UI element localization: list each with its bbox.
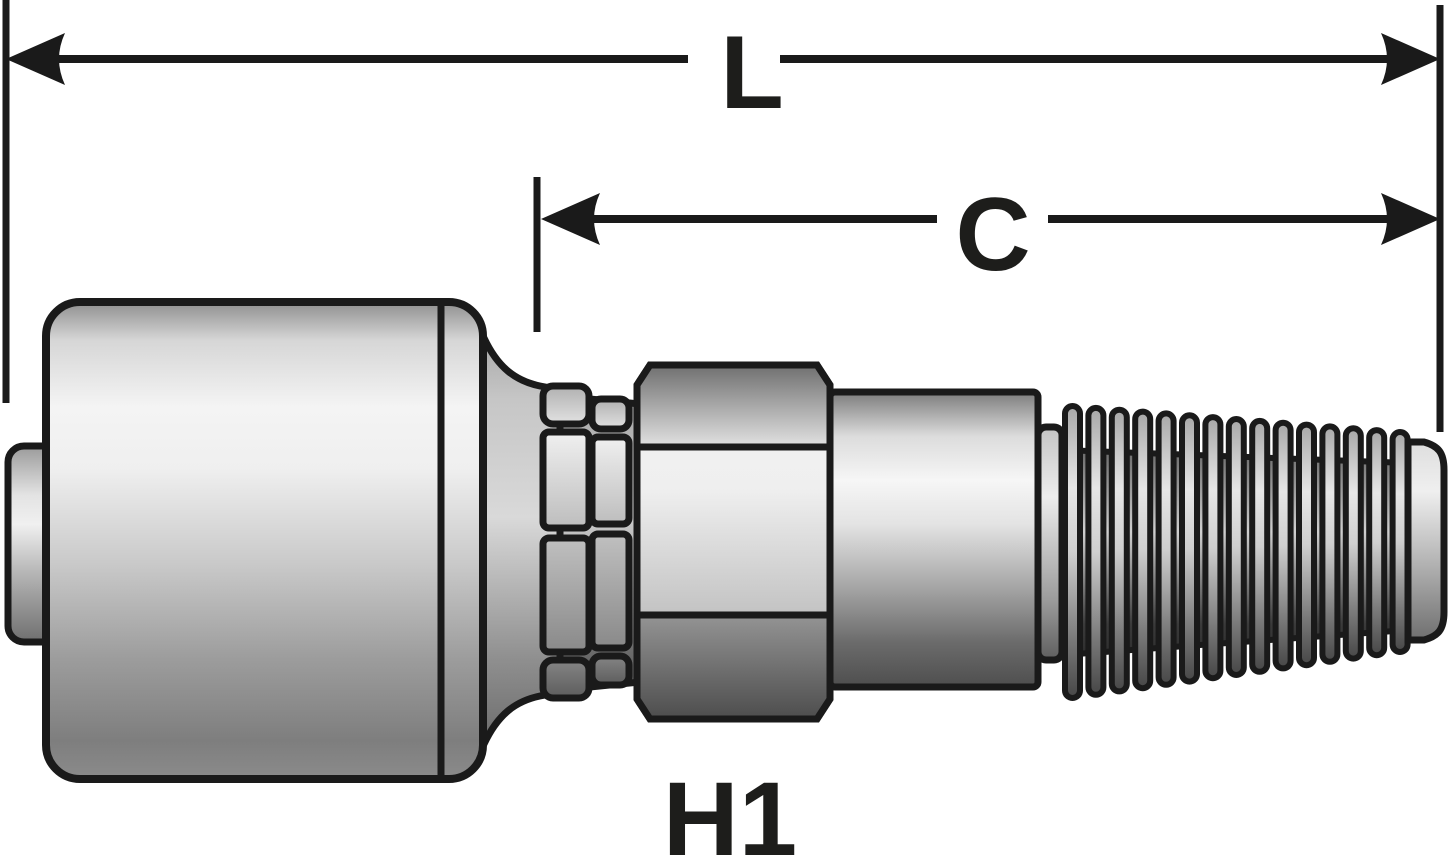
- hex-nut: [633, 361, 834, 723]
- thread-crest: [1179, 412, 1200, 685]
- crimp-collar-ring-front: [539, 382, 593, 702]
- thread-crest: [1225, 416, 1247, 678]
- hex-size-label: H1: [663, 761, 797, 858]
- thread-crest: [1249, 417, 1271, 675]
- collar-segment: [539, 382, 593, 428]
- thread-crest: [1272, 419, 1294, 672]
- dimension-C: C: [541, 177, 1440, 293]
- dimension-label-L: L: [720, 15, 784, 131]
- fitting-illustration: [4, 298, 1448, 783]
- arrowhead-left-icon: [541, 193, 600, 245]
- thread-crest: [1062, 403, 1083, 701]
- ferrule-body: [42, 298, 487, 783]
- collar-segment: [588, 530, 633, 652]
- collar-segment: [539, 428, 593, 532]
- thread-crest: [1108, 406, 1130, 695]
- thread-crest: [1296, 421, 1317, 669]
- crimp-ferrule: [42, 298, 487, 783]
- arrowhead-right-icon: [1381, 193, 1440, 245]
- thread-crest: [1342, 425, 1364, 662]
- arrowhead-right-icon: [1381, 33, 1440, 85]
- thread-crest: [1132, 408, 1154, 692]
- thread-crest: [1319, 423, 1341, 665]
- collar-segment: [539, 656, 593, 702]
- dimension-L: L: [6, 15, 1440, 131]
- hex-facet-bottom: [633, 611, 834, 723]
- thread-crest: [1085, 404, 1107, 698]
- crimp-collar-ring-rear: [588, 395, 633, 689]
- thread-crest: [1366, 427, 1388, 659]
- thread-crests: [1062, 403, 1411, 701]
- dimension-label-C: C: [955, 177, 1030, 293]
- collar-segment: [588, 395, 633, 433]
- collar-segment: [539, 534, 593, 656]
- collar-segment: [588, 652, 633, 689]
- hex-facet-top: [633, 361, 834, 451]
- thread-end-cap: [1404, 438, 1448, 644]
- thread-crest: [1202, 414, 1224, 682]
- body-cylinder: [826, 388, 1042, 691]
- collar-segment: [588, 433, 633, 528]
- arrowhead-left-icon: [6, 33, 65, 85]
- thread-crest: [1155, 410, 1177, 688]
- thread-shoulder: [1034, 423, 1066, 664]
